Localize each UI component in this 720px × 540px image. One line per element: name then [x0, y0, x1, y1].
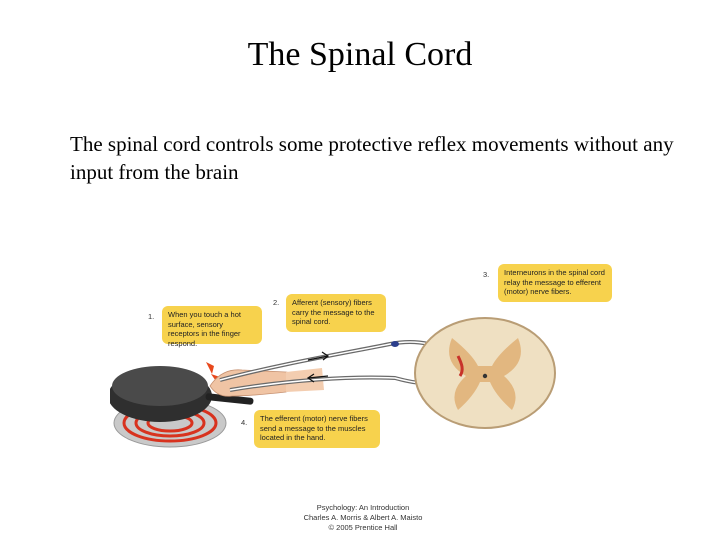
callout-number: 2. — [273, 298, 280, 307]
footer-authors: Charles A. Morris & Albert A. Maisto — [303, 513, 423, 522]
footer-credit: Psychology: An Introduction Charles A. M… — [260, 503, 466, 533]
footer-book-title: Psychology: An Introduction — [316, 503, 410, 512]
frying-pan-top — [112, 366, 208, 406]
reflex-arc-diagram: 1. When you touch a hot surface, sensory… — [110, 258, 620, 458]
interneuron — [456, 355, 464, 377]
callout-interneurons: Interneurons in the spinal cord relay th… — [498, 264, 612, 302]
slide-body-text: The spinal cord controls some protective… — [70, 132, 674, 184]
efferent-arrow — [306, 373, 329, 383]
slide-title: The Spinal Cord — [247, 36, 473, 73]
frying-pan-handle — [205, 393, 254, 405]
central-canal — [482, 373, 488, 379]
callout-number: 1. — [148, 312, 155, 321]
heat-spark — [206, 362, 214, 374]
footer-copyright: © 2005 Prentice Hall — [328, 523, 398, 532]
callout-number: 3. — [483, 270, 490, 279]
callout-afferent-fibers: Afferent (sensory) fibers carry the mess… — [286, 294, 386, 332]
afferent-arrow — [307, 351, 330, 361]
callout-efferent-fibers: The efferent (motor) nerve fibers send a… — [254, 410, 380, 448]
callout-number: 4. — [241, 418, 248, 427]
reflex-arc-illustration — [110, 317, 556, 448]
dorsal-root-ganglion — [391, 341, 399, 347]
callout-sensory-receptors: When you touch a hot surface, sensory re… — [162, 306, 262, 348]
